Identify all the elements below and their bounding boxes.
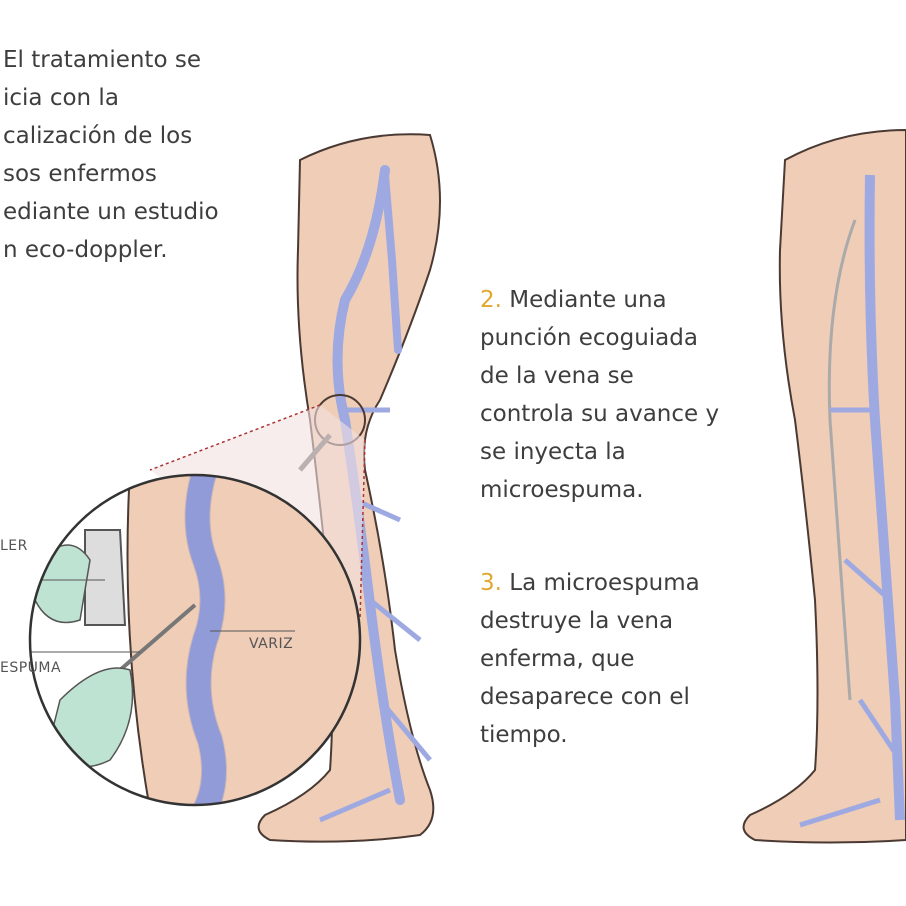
step3-line: destruye la vena (480, 608, 674, 634)
step3-line: tiempo. (480, 722, 568, 748)
variz-label: VARIZ (249, 636, 294, 652)
step2-line: se inyecta la (480, 439, 626, 465)
step3-text: 3. La microespuma destruye la vena enfer… (480, 564, 700, 754)
step2-line: Mediante una (509, 287, 667, 313)
doppler-label: LER (0, 538, 28, 554)
leg-after-illustration (742, 128, 906, 844)
step1-line: icia con la (3, 85, 119, 111)
espuma-label: ESPUMA (0, 660, 62, 676)
step2-line: microespuma. (480, 477, 644, 503)
step1-line: sos enfermos (3, 161, 157, 187)
step1-line: ediante un estudio (3, 199, 219, 225)
step2-line: punción ecoguiada (480, 325, 698, 351)
step3-number: 3. (480, 570, 502, 596)
step1-line: El tratamiento se (3, 47, 201, 73)
step2-text: 2. Mediante una punción ecoguiada de la … (480, 281, 719, 509)
step3-line: La microespuma (509, 570, 700, 596)
step2-line: de la vena se (480, 363, 634, 389)
step3-line: enferma, que (480, 646, 635, 672)
doppler-probe-icon (84, 529, 127, 626)
step1-text: El tratamiento se icia con la calización… (3, 41, 219, 269)
step2-number: 2. (480, 287, 502, 313)
step2-line: controla su avance y (480, 401, 720, 427)
magnified-detail (28, 473, 362, 807)
step1-line: n eco-doppler. (3, 237, 168, 263)
step3-line: desaparece con el (480, 684, 690, 710)
step1-line: calización de los (3, 123, 193, 149)
